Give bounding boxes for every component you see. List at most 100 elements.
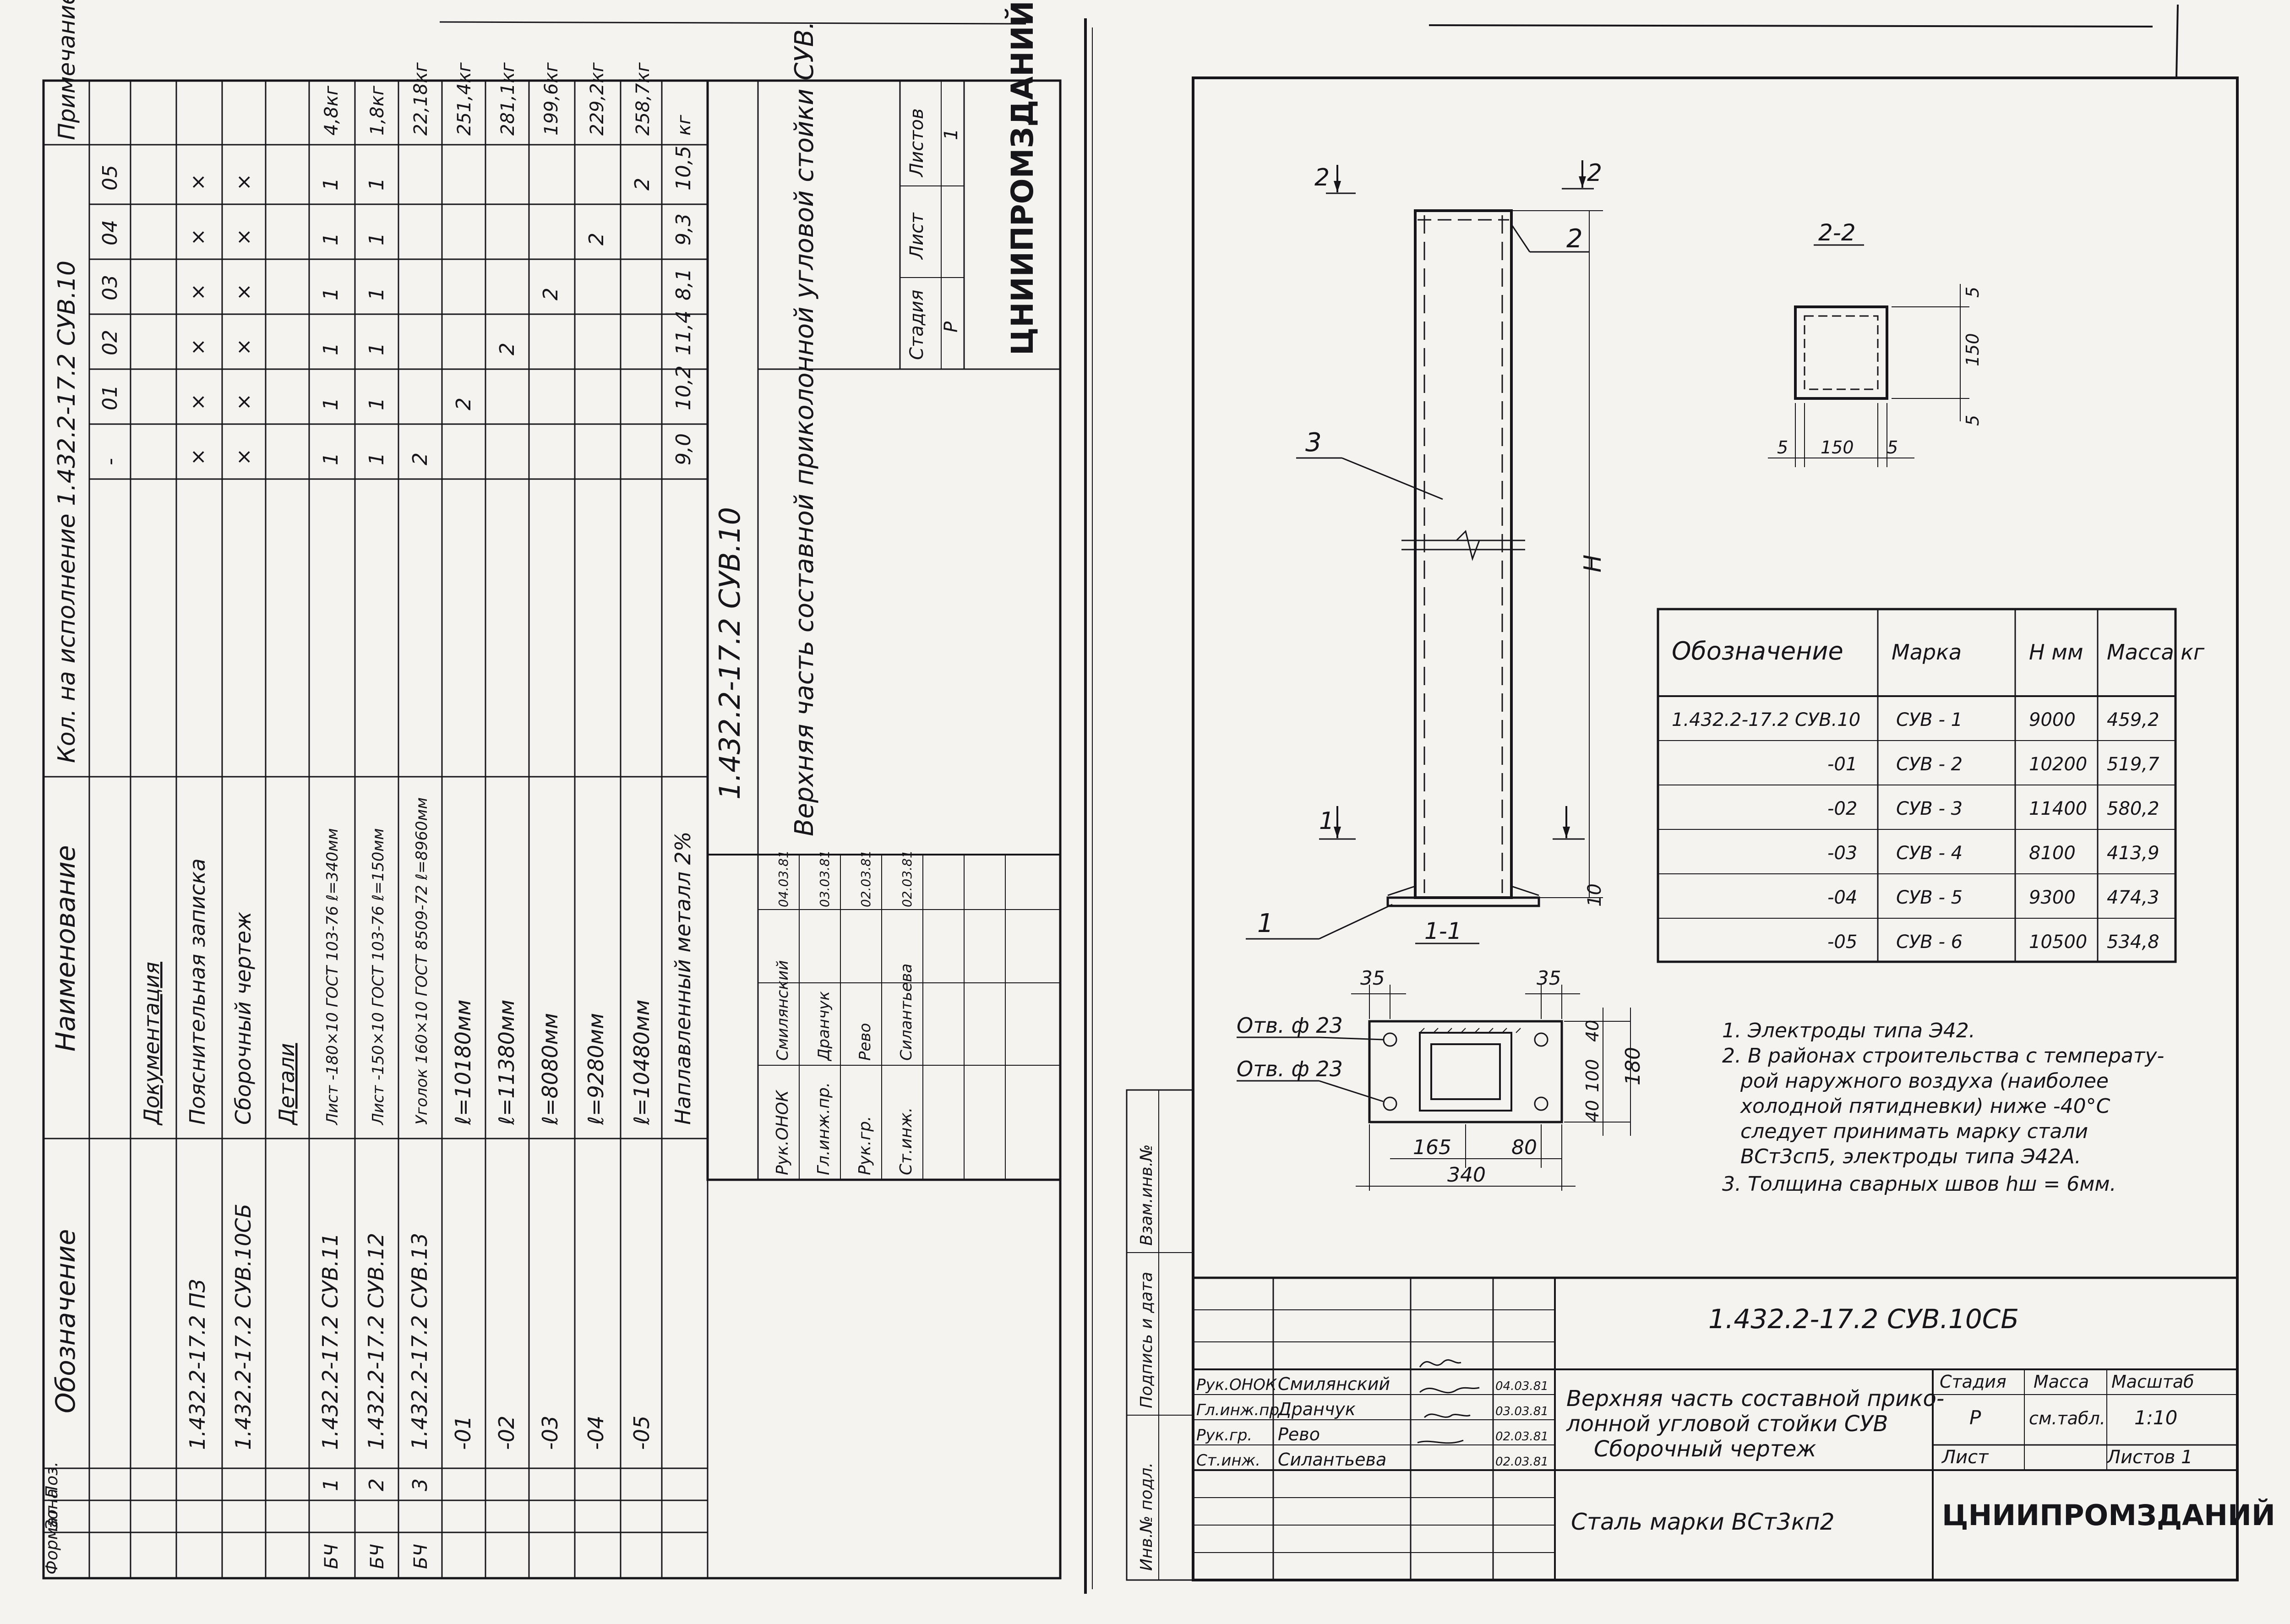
bom-header-format: Формат	[43, 1507, 61, 1575]
bom-stage: Р	[941, 321, 962, 332]
arrow-icon	[1334, 827, 1341, 838]
bom-cell-prim: 1,8кг	[367, 85, 388, 136]
bom-title-block: 1.432.2-17.2 СУВ.10 Верхняя часть состав…	[706, 0, 1062, 1181]
marks-cell: 8100	[2029, 843, 2076, 864]
tb-signer-date: 02.03.81	[1495, 1455, 1548, 1469]
bom-cell-qty: ×	[232, 174, 256, 191]
bom-cell-format: БЧ	[321, 1544, 342, 1569]
bom-cell-qty: 1	[365, 343, 388, 355]
bom-cell-oboz: -02	[494, 1416, 519, 1450]
bom-cell-naim: ℓ=9280мм	[583, 1013, 608, 1125]
bom-cell-prim: 4,8кг	[321, 85, 342, 136]
bom-signers: Рук.ОНОКСмилянский04.03.81Гл.инж.пр.Дран…	[773, 850, 916, 1175]
bom-cell-qty: 2	[539, 288, 562, 300]
bom-cell-qty: 2	[496, 343, 519, 355]
bom-cell-qty: 1	[365, 233, 388, 245]
marks-cell: 1.432.2-17.2 СУВ.10	[1672, 709, 1860, 730]
marks-cell: 10500	[2029, 932, 2087, 953]
marks-cell: 459,2	[2107, 709, 2159, 730]
note-line: ВСт3сп5, электроды типа Э42А.	[1740, 1145, 2081, 1168]
bom-cell-qty: 9,3	[672, 213, 695, 245]
bom-variant-header: -	[98, 458, 122, 465]
marks-cell: СУВ - 4	[1896, 843, 1963, 864]
sec2-dim-w: 150	[1821, 437, 1854, 458]
marks-cell: СУВ - 3	[1896, 798, 1963, 819]
bom-signer-name: Дранчук	[815, 991, 833, 1062]
sec2-dim-t-bottom: 5	[1963, 415, 1983, 426]
bom-cell-naim: ℓ=10180мм	[451, 1000, 475, 1125]
arrow-icon	[1579, 176, 1586, 188]
bom-cell-qty: 2	[452, 398, 475, 410]
title-name-line: Верхняя часть составной прико-	[1566, 1386, 1944, 1411]
title-scale: 1:10	[2134, 1406, 2177, 1429]
bom-cell-oboz: -05	[629, 1416, 654, 1450]
bom-cell-oboz: 1.432.2-17.2 СУВ.12	[364, 1233, 388, 1450]
title-material: Сталь марки ВСт3кп2	[1571, 1509, 1835, 1535]
bom-cell-naim: Лист -150×10 ГОСТ 103-76 ℓ=150мм	[369, 828, 387, 1126]
dim-35-right: 35	[1537, 967, 1561, 989]
dim-340: 340	[1447, 1163, 1486, 1187]
tb-signer-name: Рево	[1278, 1424, 1320, 1444]
note-line: рой наружного воздуха (наиболее	[1740, 1069, 2109, 1093]
bom-cell-naim: Наплавленный металл 2%	[671, 831, 695, 1125]
bom-cell-qty: 8,1	[672, 268, 695, 300]
dim-10: 10	[1584, 883, 1605, 907]
bom-cell-qty: 2	[631, 178, 654, 191]
bom-cell-prim: кг	[674, 114, 695, 136]
title-sheets-header: Листов 1	[2106, 1447, 2193, 1468]
pos-label-3: 3	[1305, 428, 1322, 458]
marks-cell: 519,7	[2107, 754, 2159, 775]
bom-header-zona: Зона	[43, 1488, 61, 1530]
dim-100: 100	[1582, 1059, 1603, 1092]
bom-cell-qty: 1	[319, 398, 343, 410]
tb-signer-name: Силантьева	[1278, 1450, 1386, 1470]
bom-signer-role: Рук.гр.	[856, 1116, 874, 1175]
bom-cell-qty: 1	[319, 343, 343, 355]
bom-cell-naim: ℓ=11380мм	[494, 1000, 519, 1125]
bom-stage-header: Стадия	[906, 290, 927, 360]
bom-cell-poz: 3	[409, 1478, 432, 1491]
title-sheet-header: Лист	[1941, 1447, 1989, 1468]
bom-cell-qty: ×	[186, 448, 210, 465]
section-2-2-title: 2-2	[1818, 219, 1856, 246]
bom-cell-prim: 251,4кг	[454, 62, 475, 136]
bom-signer-name: Смилянский	[774, 960, 792, 1061]
tb-signer-role: Гл.инж.пр.	[1196, 1401, 1284, 1419]
bom-variant-header: 01	[98, 385, 122, 410]
tb-signer-name: Дранчук	[1277, 1399, 1356, 1419]
bom-header-naim: Наименование	[50, 845, 81, 1052]
tb-signer-role: Рук.гр.	[1196, 1426, 1252, 1444]
tb-signer-date: 03.03.81	[1495, 1405, 1548, 1418]
bom-cell-oboz: -01	[451, 1416, 475, 1450]
bom-sheets: 1	[941, 129, 962, 140]
bom-signer-name: Силантьева	[897, 964, 916, 1061]
section-mark-1-left: 1	[1319, 807, 1334, 835]
title-block: 1.432.2-17.2 СУВ.10СБ Верхняя часть сост…	[1192, 1276, 2275, 1581]
marks-cell: 474,3	[2107, 887, 2159, 908]
bom-signer-role: Гл.инж.пр.	[814, 1082, 833, 1175]
hole-icon	[1534, 1032, 1548, 1047]
bom-cell-prim: 281,1кг	[497, 62, 518, 136]
bom-cell-poz: 2	[365, 1478, 388, 1491]
dim-h: H	[1579, 555, 1607, 572]
tb-signer-date: 02.03.81	[1495, 1430, 1548, 1444]
scan-artifacts	[439, 4, 2179, 1594]
title-org: ЦНИИПРОМЗДАНИЙ	[1942, 1499, 2275, 1532]
bom-cell-qty: 1	[365, 178, 388, 191]
bom-cell-qty: ×	[232, 229, 256, 245]
bom-variant-header: 03	[98, 275, 122, 300]
title-mass-header: Масса	[2034, 1372, 2089, 1392]
bom-doc-code: 1.432.2-17.2 СУВ.10	[713, 507, 747, 800]
bom-signer-date: 03.03.81	[817, 850, 832, 907]
bom-variant-header: 02	[98, 330, 122, 355]
dim-40-bottom: 40	[1582, 1100, 1603, 1122]
bom-doc-name: Верхняя часть составной приколонной угло…	[790, 21, 819, 836]
dim-40-top: 40	[1582, 1020, 1603, 1042]
bom-variant-header: 04	[98, 220, 122, 245]
hole-icon	[1534, 1096, 1548, 1111]
bom-sheet-header: Лист	[906, 212, 927, 260]
section-2-2: 2-2 150 5 5 150 5 5	[1768, 219, 1983, 467]
bom-cell-naim: Пояснительная записка	[185, 858, 210, 1125]
marks-cell: -03	[1827, 843, 1857, 864]
